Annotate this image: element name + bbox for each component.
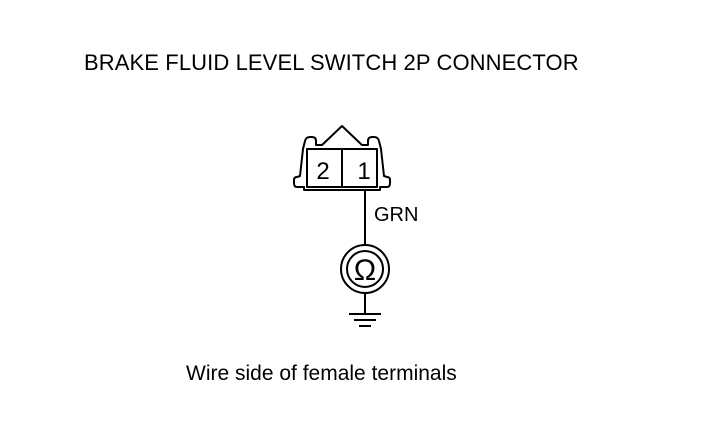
pin-1-label: 1	[357, 158, 370, 185]
pin-2-label: 2	[316, 158, 329, 185]
ground-symbol-icon	[349, 313, 381, 327]
connector-housing	[293, 125, 391, 191]
diagram-caption: Wire side of female terminals	[186, 362, 457, 385]
wire-color-label: GRN	[374, 204, 418, 226]
ohmmeter-icon: Ω	[340, 244, 390, 294]
ohm-symbol: Ω	[354, 254, 376, 287]
diagram-title: BRAKE FLUID LEVEL SWITCH 2P CONNECTOR	[84, 50, 579, 75]
